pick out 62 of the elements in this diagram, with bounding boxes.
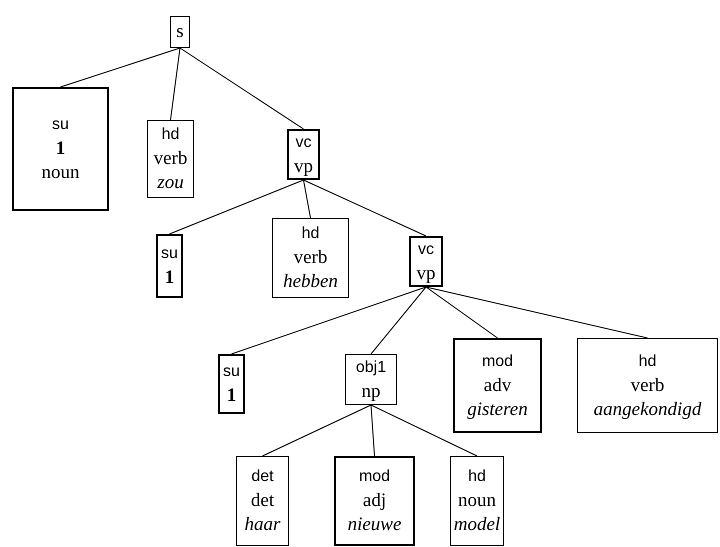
word-label: gisteren [467, 398, 528, 422]
category-label: noun [42, 161, 80, 185]
tree-branch-line [169, 180, 304, 234]
tree-node-box [218, 354, 245, 414]
tree-node-box [12, 87, 109, 211]
tree-node-box [345, 354, 397, 405]
function-label: hd [302, 224, 320, 244]
function-label: hd [638, 352, 656, 372]
tree-branch-line [60, 48, 180, 88]
category-label: verb [154, 147, 188, 171]
category-label: adv [484, 374, 512, 398]
word-label: nieuwe [348, 513, 402, 537]
tree-node-box [409, 236, 443, 287]
function-label: su [52, 115, 69, 135]
category-label: np [362, 380, 380, 404]
category-label: noun [458, 489, 496, 513]
tree-node-box [450, 456, 504, 546]
index-label: 1 [226, 384, 236, 408]
tree-branch-line [370, 404, 375, 456]
tree-node-box [287, 129, 320, 180]
category-label: verb [294, 246, 328, 270]
tree-branch-line [170, 48, 180, 120]
index-label: 1 [164, 266, 174, 290]
category-label: s [176, 20, 184, 44]
tree-node-box [334, 456, 415, 546]
word-label: model [454, 513, 500, 537]
tree-branch-line [370, 404, 478, 456]
word-label: zou [157, 171, 184, 195]
tree-node-box [147, 120, 194, 198]
tree-node-box [236, 456, 289, 546]
tree-branch-line [303, 180, 426, 236]
tree-node-box [170, 16, 190, 48]
category-label: vp [294, 154, 313, 178]
function-label: mod [482, 352, 514, 372]
function-label: vc [296, 132, 312, 152]
tree-branch-line [231, 286, 426, 354]
category-label: vp [416, 262, 436, 286]
index-label: 1 [56, 137, 66, 161]
function-label: det [251, 467, 274, 487]
tree-branch-line [180, 48, 304, 130]
function-label: obj1 [356, 358, 386, 378]
tree-node-box [453, 338, 542, 433]
category-label: det [250, 489, 274, 513]
word-label: hebben [283, 270, 338, 294]
tree-branch-line [426, 286, 648, 338]
tree-node-box [272, 218, 349, 298]
function-label: vc [418, 240, 434, 260]
tree-branch-line [262, 404, 372, 456]
category-label: verb [630, 374, 664, 398]
function-label: su [161, 244, 178, 264]
function-label: su [223, 362, 240, 382]
word-label: aangekondigd [594, 398, 702, 422]
tree-node-box [156, 234, 183, 298]
tree-branch-line [426, 286, 498, 338]
tree-branch-line [303, 180, 311, 218]
function-label: hd [162, 125, 180, 145]
function-label: hd [468, 467, 486, 487]
tree-branch-line [370, 286, 426, 354]
tree-node-box [577, 338, 718, 433]
word-label: haar [244, 513, 280, 537]
category-label: adj [362, 489, 386, 513]
function-label: mod [358, 467, 390, 487]
